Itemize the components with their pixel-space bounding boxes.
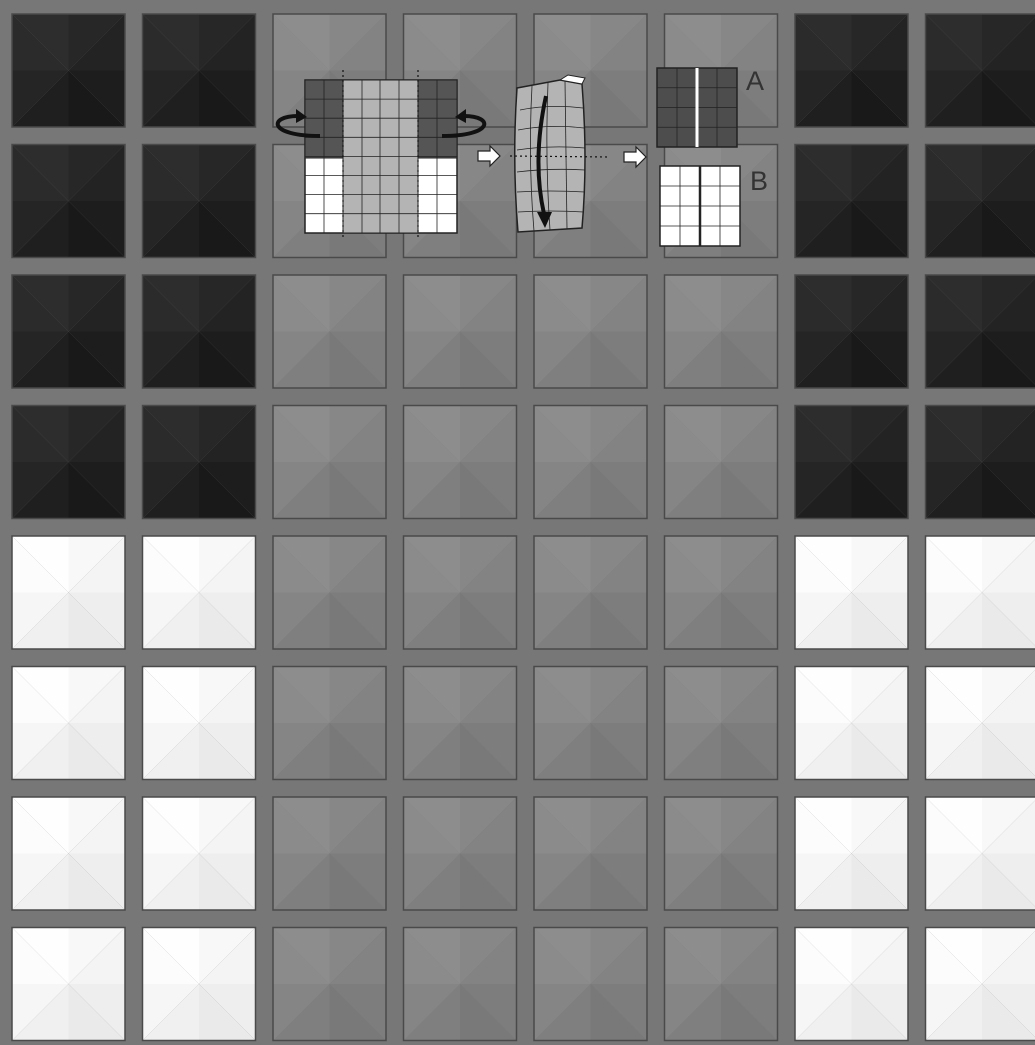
- tile-dark: [143, 275, 256, 388]
- tile-light: [926, 536, 1035, 649]
- tile-mid: [665, 536, 778, 649]
- tile-mid: [404, 406, 517, 519]
- tile-dark: [12, 406, 125, 519]
- tile-mid: [665, 406, 778, 519]
- right-flap: [418, 80, 457, 158]
- tile-mid: [273, 667, 386, 780]
- tile-mid: [404, 536, 517, 649]
- label-b: B: [750, 166, 768, 196]
- tile-light: [143, 797, 256, 910]
- tile-light: [12, 536, 125, 649]
- tile-light: [143, 667, 256, 780]
- tile-dark: [926, 14, 1035, 127]
- tile-dark: [795, 145, 908, 258]
- tile-light: [795, 928, 908, 1041]
- tile-dark: [12, 14, 125, 127]
- tile-mid: [273, 928, 386, 1041]
- tile-mid: [404, 797, 517, 910]
- tile-dark: [926, 275, 1035, 388]
- step1-sheet: [278, 70, 485, 240]
- tile-light: [12, 667, 125, 780]
- tile-mid: [665, 928, 778, 1041]
- tile-mid: [404, 667, 517, 780]
- tile-light: [926, 928, 1035, 1041]
- tile-dark: [143, 406, 256, 519]
- tile-light: [12, 797, 125, 910]
- tile-mid: [534, 275, 647, 388]
- tile-mid: [404, 928, 517, 1041]
- tile-light: [12, 928, 125, 1041]
- tile-light: [926, 797, 1035, 910]
- tile-light: [143, 536, 256, 649]
- tile-dark: [795, 406, 908, 519]
- tile-mid: [665, 667, 778, 780]
- tile-dark: [926, 145, 1035, 258]
- tile-mid: [665, 275, 778, 388]
- result-b-piece: [660, 166, 740, 246]
- tile-mid: [534, 667, 647, 780]
- tile-light: [795, 797, 908, 910]
- tile-dark: [795, 14, 908, 127]
- tile-dark: [795, 275, 908, 388]
- tile-mid: [665, 797, 778, 910]
- label-a: A: [746, 66, 764, 96]
- tile-mid: [273, 406, 386, 519]
- tile-light: [795, 536, 908, 649]
- tile-mid: [273, 536, 386, 649]
- tile-dark: [926, 406, 1035, 519]
- tile-light: [926, 667, 1035, 780]
- tile-mid: [534, 928, 647, 1041]
- tile-mid: [534, 406, 647, 519]
- tile-light: [795, 667, 908, 780]
- tile-mid: [534, 797, 647, 910]
- tile-dark: [143, 14, 256, 127]
- tile-mid: [273, 797, 386, 910]
- tile-dark: [143, 145, 256, 258]
- result-a-piece: [657, 68, 737, 147]
- tile-mid: [404, 275, 517, 388]
- tile-light: [143, 928, 256, 1041]
- tile-dark: [12, 275, 125, 388]
- tile-dark: [12, 145, 125, 258]
- tile-mid: [273, 275, 386, 388]
- tile-mid: [534, 536, 647, 649]
